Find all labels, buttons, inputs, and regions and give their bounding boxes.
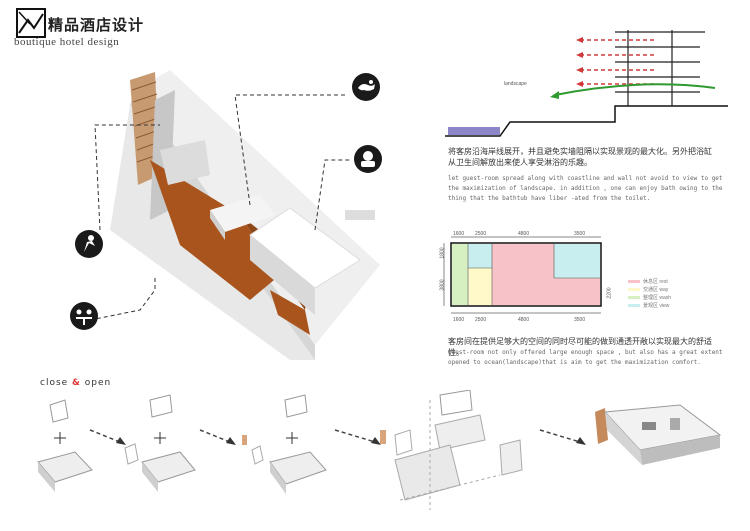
- layout-description-cn: 将客房沿海岸线展开，并且避免实墙阻隔以实现景观的最大化。另外把浴缸从卫生间解放出…: [448, 147, 712, 167]
- dim-left-1: 3800: [439, 279, 446, 291]
- dim-top-1: 2500: [475, 231, 487, 237]
- landscape-label: landscape: [504, 81, 527, 87]
- assembly-sequence-diagram: [37, 390, 722, 510]
- zoning-floor-plan: [443, 236, 602, 314]
- dim-top-3: 3500: [574, 231, 586, 237]
- dining-icon: [70, 302, 98, 330]
- close-open-title: close & open: [40, 378, 112, 388]
- dim-bottom-2: 4800: [518, 317, 530, 323]
- dim-left-0: 1800: [439, 247, 446, 259]
- section-diagram: [445, 30, 728, 137]
- dim-top-2: 4800: [518, 231, 530, 237]
- legend-item-way: 交通区 way: [628, 286, 668, 293]
- dim-bottom-0: 1600: [453, 317, 465, 323]
- page-title-cn: 精品酒店设计: [48, 16, 145, 34]
- space-description-cn: 客房间在提供足够大的空间的同时尽可能的做到通透开敞以实现最大的舒适性。: [448, 337, 712, 357]
- bathtub-icon: [354, 145, 382, 173]
- legend-item-view: 景观区 view: [628, 302, 669, 309]
- page-title-en: boutique hotel design: [14, 36, 120, 48]
- dim-bottom-3: 3500: [574, 317, 586, 323]
- space-description-en: guest-room not only offered large enough…: [448, 349, 723, 366]
- room-axonometric-render: [89, 70, 380, 360]
- layout-description-en: let guest-room spread along with coastli…: [448, 175, 723, 202]
- legend-item-wash: 整理区 wash: [628, 294, 671, 301]
- swimmer-icon: [352, 73, 380, 101]
- dancer-icon: [75, 230, 103, 258]
- legend-item-rest: 休息区 rest: [628, 278, 668, 285]
- dim-top-0: 1600: [453, 231, 465, 237]
- hotel-logo: [16, 8, 46, 38]
- dim-bottom-1: 2500: [475, 317, 487, 323]
- dim-right-0: 2200: [606, 287, 613, 299]
